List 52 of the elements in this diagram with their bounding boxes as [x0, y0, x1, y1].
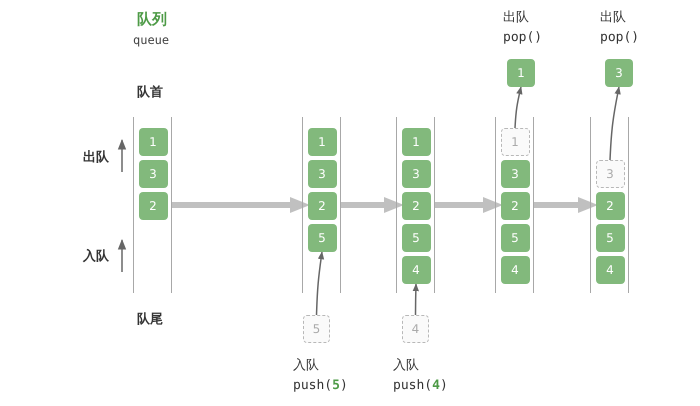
- operation-label: 出队: [600, 9, 626, 26]
- queue-element: 2: [596, 192, 624, 220]
- queue-column: [590, 117, 629, 293]
- queue-element: 1: [507, 59, 535, 87]
- method-call: pop(): [600, 30, 640, 45]
- queue-element: 3: [308, 160, 336, 188]
- arrow: [609, 86, 621, 160]
- operation-label: 出队: [503, 9, 529, 26]
- queue-element: 3: [500, 160, 530, 188]
- queue-element: 4: [500, 256, 530, 284]
- queue-element: 5: [308, 224, 336, 252]
- queue-element: 3: [138, 160, 168, 188]
- enqueue-label: 入队: [83, 248, 109, 265]
- arrow: [412, 283, 419, 315]
- queue-element: 2: [138, 192, 168, 220]
- queue-tail-label: 队尾: [137, 311, 163, 328]
- queue-element: 3: [605, 59, 633, 87]
- placeholder-element: 3: [596, 160, 624, 188]
- queue-element: 5: [500, 224, 530, 252]
- queue-head-label: 队首: [137, 84, 163, 101]
- dequeue-label: 出队: [83, 149, 109, 166]
- placeholder-element: 5: [303, 315, 330, 343]
- step-arrow: [435, 197, 503, 213]
- queue-column: [396, 117, 435, 293]
- method-call: push(5): [293, 378, 348, 393]
- method-call: push(4): [393, 378, 448, 393]
- queue-element: 4: [596, 256, 624, 284]
- placeholder-element: 4: [402, 315, 429, 343]
- queue-element: 1: [402, 128, 430, 156]
- queue-column: [495, 117, 534, 293]
- operation-label: 入队: [293, 357, 319, 374]
- step-arrow: [534, 197, 598, 213]
- operation-label: 入队: [393, 357, 419, 374]
- method-call: pop(): [503, 30, 542, 45]
- queue-element: 2: [308, 192, 336, 220]
- queue-element: 2: [402, 192, 430, 220]
- queue-element: 2: [500, 192, 530, 220]
- arrow: [514, 86, 522, 128]
- queue-element: 5: [402, 224, 430, 252]
- queue-column: [133, 117, 172, 293]
- queue-element: 1: [138, 128, 168, 156]
- step-arrow: [341, 197, 404, 213]
- column-heading: 队列: [137, 10, 167, 29]
- queue-element: 4: [402, 256, 430, 284]
- queue-element: 5: [596, 224, 624, 252]
- placeholder-element: 1: [500, 128, 530, 156]
- arrow: [316, 251, 324, 316]
- queue-column: [302, 117, 341, 293]
- step-arrow: [172, 197, 310, 213]
- queue-element: 1: [308, 128, 336, 156]
- term-label: queue: [133, 33, 170, 47]
- queue-element: 3: [402, 160, 430, 188]
